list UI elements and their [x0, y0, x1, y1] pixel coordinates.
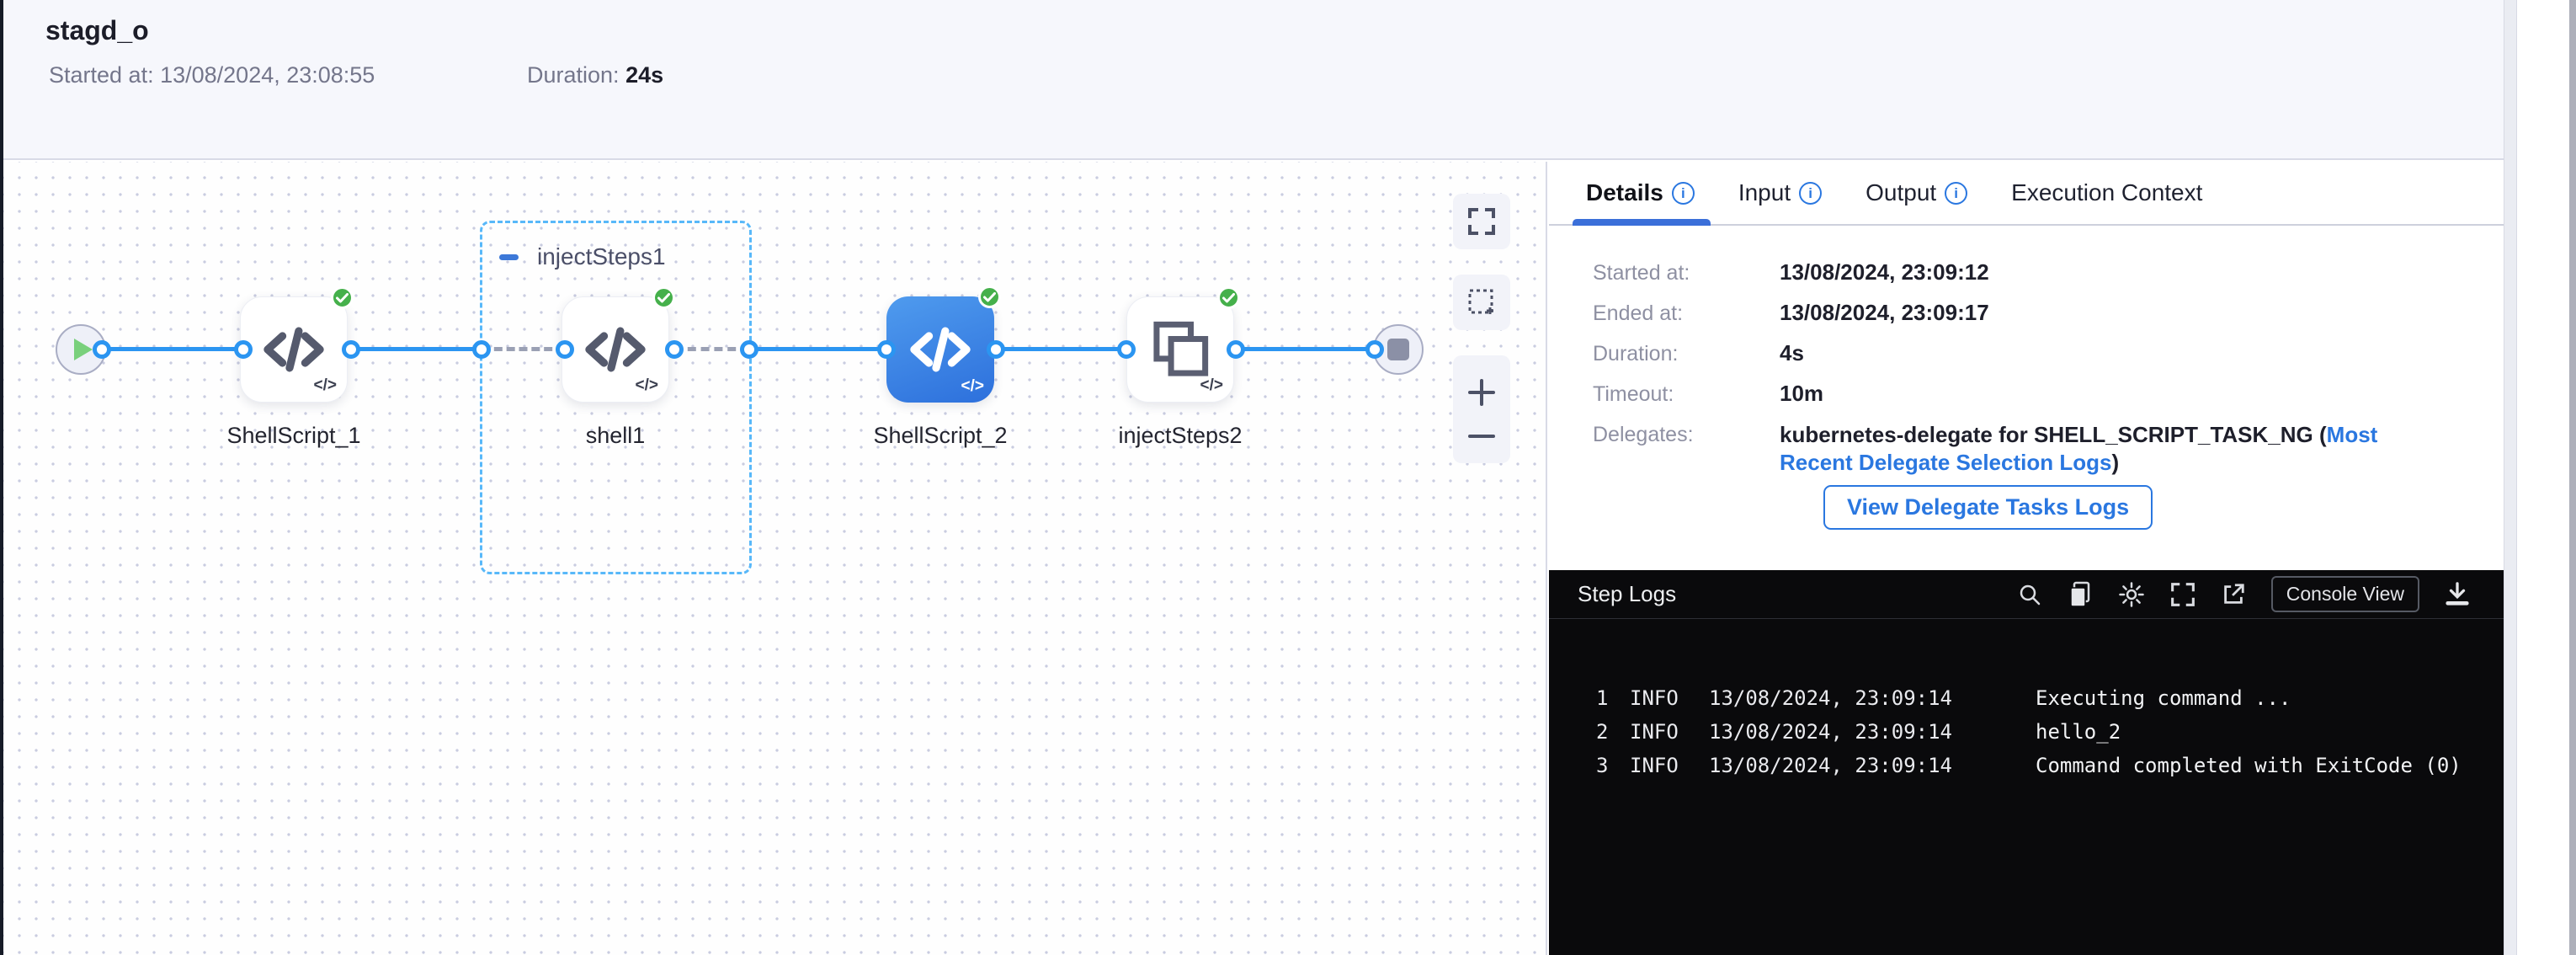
node-shellscript-2-selected[interactable]: </> — [886, 296, 994, 403]
step-logs-header: Step Logs — [1549, 570, 2504, 619]
shell-script-type-icon: </> — [314, 376, 337, 395]
collapse-group-icon[interactable] — [499, 254, 519, 260]
port — [472, 340, 491, 359]
step-logs-panel: Step Logs — [1549, 570, 2504, 955]
success-badge-icon — [331, 286, 354, 309]
play-icon — [74, 339, 93, 360]
marquee-select-button[interactable] — [1453, 275, 1510, 330]
tab-input[interactable]: Input i — [1738, 179, 1822, 206]
stop-icon — [1387, 339, 1409, 360]
download-icon[interactable] — [2445, 581, 2470, 608]
details-fields: Started at: 13/08/2024, 23:09:12 Ended a… — [1549, 226, 2504, 530]
edge-group-to-shell1 — [482, 347, 565, 351]
open-in-new-icon[interactable] — [2221, 582, 2246, 607]
port — [665, 340, 684, 359]
fullscreen-icon[interactable] — [2170, 582, 2195, 607]
zoom-in-icon[interactable] — [1466, 376, 1498, 408]
panel-scroll-gutter — [2504, 0, 2517, 955]
port — [1227, 340, 1245, 359]
settings-gear-icon[interactable] — [2118, 581, 2145, 608]
duration-value: 24s — [625, 62, 663, 88]
log-line: 1 INFO 13/08/2024, 23:09:14 Executing co… — [1596, 681, 2504, 715]
port — [740, 340, 758, 359]
step-group-icon — [1147, 317, 1213, 382]
success-badge-icon — [1217, 286, 1240, 309]
code-icon — [258, 314, 329, 385]
started-value: 13/08/2024, 23:08:55 — [160, 62, 375, 88]
step-details-panel: Details i Input i Output i Execution Con… — [1549, 162, 2504, 570]
stage-duration: Duration: 24s — [527, 62, 663, 88]
zoom-out-icon[interactable] — [1466, 430, 1498, 442]
node-injectsteps2[interactable]: </> — [1126, 296, 1234, 403]
shell-script-type-icon: </> — [1200, 376, 1223, 395]
port — [556, 340, 574, 359]
info-icon[interactable]: i — [1672, 182, 1695, 205]
zoom-button-group — [1453, 355, 1510, 463]
page-scrollbar[interactable] — [2569, 0, 2576, 955]
code-icon — [580, 314, 651, 385]
shell-script-type-icon: </> — [636, 376, 658, 395]
node-shell1[interactable]: </> — [562, 296, 669, 403]
port — [1117, 340, 1136, 359]
log-output[interactable]: 1 INFO 13/08/2024, 23:09:14 Executing co… — [1549, 619, 2504, 782]
node-label-injectsteps2: injectSteps2 — [1071, 423, 1290, 449]
pipeline-canvas[interactable]: injectSteps1 </> — [3, 162, 1547, 955]
port — [987, 340, 1005, 359]
tab-execution-context[interactable]: Execution Context — [2011, 179, 2202, 206]
view-delegate-tasks-logs-button[interactable]: View Delegate Tasks Logs — [1823, 485, 2153, 530]
field-delegates: Delegates: kubernetes-delegate for SHELL… — [1593, 421, 2504, 477]
port — [93, 340, 111, 359]
port — [342, 340, 360, 359]
step-group-label: injectSteps1 — [537, 243, 666, 270]
node-label-shellscript-2: ShellScript_2 — [831, 423, 1050, 449]
edge-shellscript2-to-injectsteps2 — [996, 347, 1126, 351]
stage-header: stagd_o Started at: 13/08/2024, 23:08:55… — [3, 0, 2504, 160]
started-label: Started at: — [49, 62, 154, 88]
node-shellscript-1[interactable]: </> — [240, 296, 348, 403]
search-icon[interactable] — [2017, 582, 2042, 607]
edge-group-to-shellscript2 — [749, 347, 886, 351]
step-logs-title: Step Logs — [1578, 581, 1676, 607]
copy-icon[interactable] — [2068, 581, 2093, 608]
field-ended-at: Ended at: 13/08/2024, 23:09:17 — [1593, 300, 2504, 340]
fit-to-screen-button[interactable] — [1453, 194, 1510, 249]
field-started-at: Started at: 13/08/2024, 23:09:12 — [1593, 259, 2504, 300]
tab-details[interactable]: Details i — [1586, 179, 1695, 206]
node-label-shell1: shell1 — [506, 423, 725, 449]
duration-label: Duration: — [527, 62, 620, 88]
tab-output[interactable]: Output i — [1865, 179, 1967, 206]
port — [234, 340, 253, 359]
field-duration: Duration: 4s — [1593, 340, 2504, 381]
success-badge-icon — [652, 286, 675, 309]
success-badge-icon — [978, 285, 1001, 308]
selection-icon — [1466, 287, 1497, 317]
shell-script-type-icon: </> — [961, 377, 984, 396]
active-tab-underline — [1573, 219, 1711, 226]
edge-start-to-shellscript1 — [102, 347, 243, 351]
edge-injectsteps2-to-end — [1236, 347, 1375, 351]
info-icon[interactable]: i — [1799, 182, 1822, 205]
step-group-header: injectSteps1 — [499, 243, 666, 270]
field-timeout: Timeout: 10m — [1593, 381, 2504, 421]
log-line: 2 INFO 13/08/2024, 23:09:14 hello_2 — [1596, 715, 2504, 749]
delegates-value: kubernetes-delegate for SHELL_SCRIPT_TAS… — [1780, 421, 2428, 477]
node-label-shellscript-1: ShellScript_1 — [184, 423, 403, 449]
details-tab-bar: Details i Input i Output i Execution Con… — [1549, 162, 2504, 226]
edge-shellscript1-to-group — [351, 347, 482, 351]
console-view-button[interactable]: Console View — [2271, 576, 2419, 612]
stage-title: stagd_o — [45, 15, 149, 46]
code-icon — [905, 314, 976, 385]
port — [1365, 340, 1384, 359]
step-logs-toolbar: Console View — [2017, 576, 2470, 612]
edge-shell1-to-groupend — [674, 347, 749, 351]
info-icon[interactable]: i — [1945, 182, 1967, 205]
log-line: 3 INFO 13/08/2024, 23:09:14 Command comp… — [1596, 749, 2504, 782]
stage-started-at: Started at: 13/08/2024, 23:08:55 — [49, 62, 375, 88]
port — [877, 340, 896, 359]
fullscreen-icon — [1467, 207, 1496, 236]
